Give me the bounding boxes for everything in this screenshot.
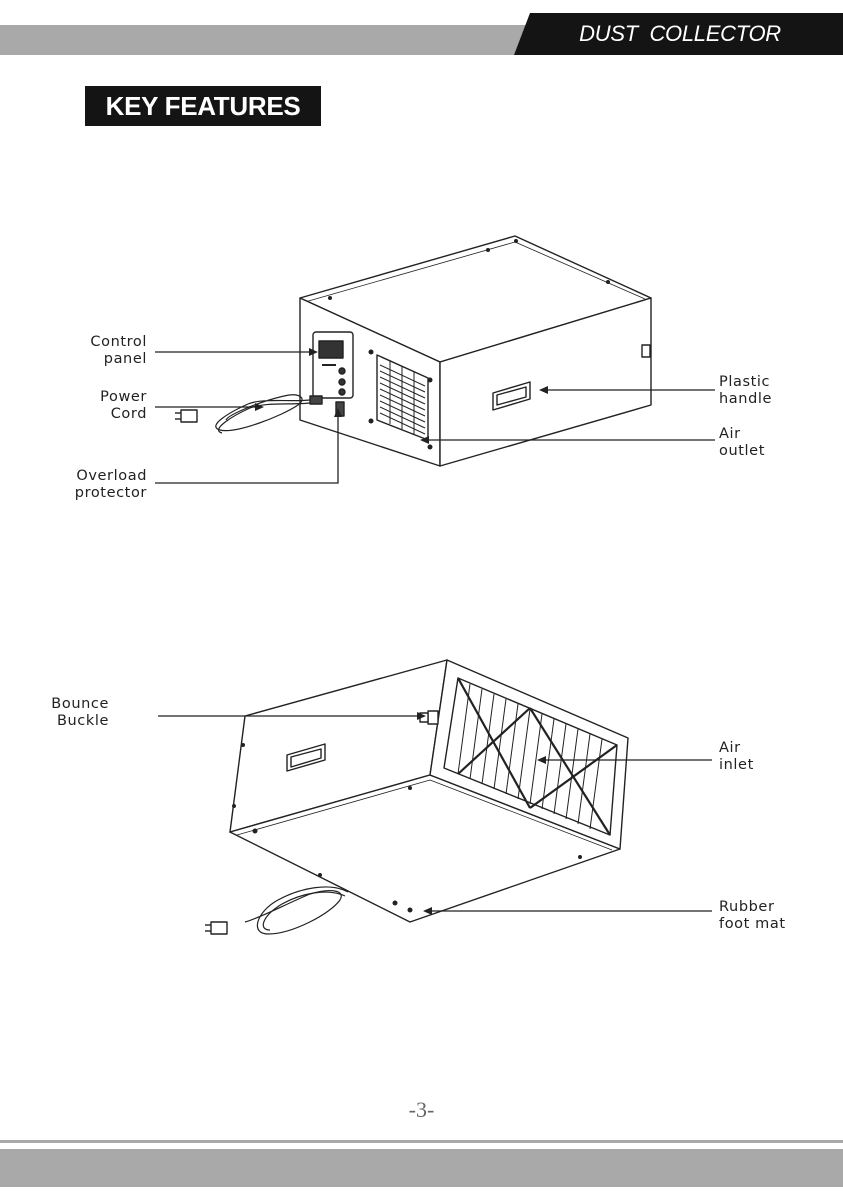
page-number: -3- <box>0 1097 843 1123</box>
footer-rule <box>0 1140 843 1143</box>
footer-band <box>0 1149 843 1187</box>
top-unit-drawing <box>175 236 651 466</box>
bottom-unit-drawing <box>205 660 628 934</box>
